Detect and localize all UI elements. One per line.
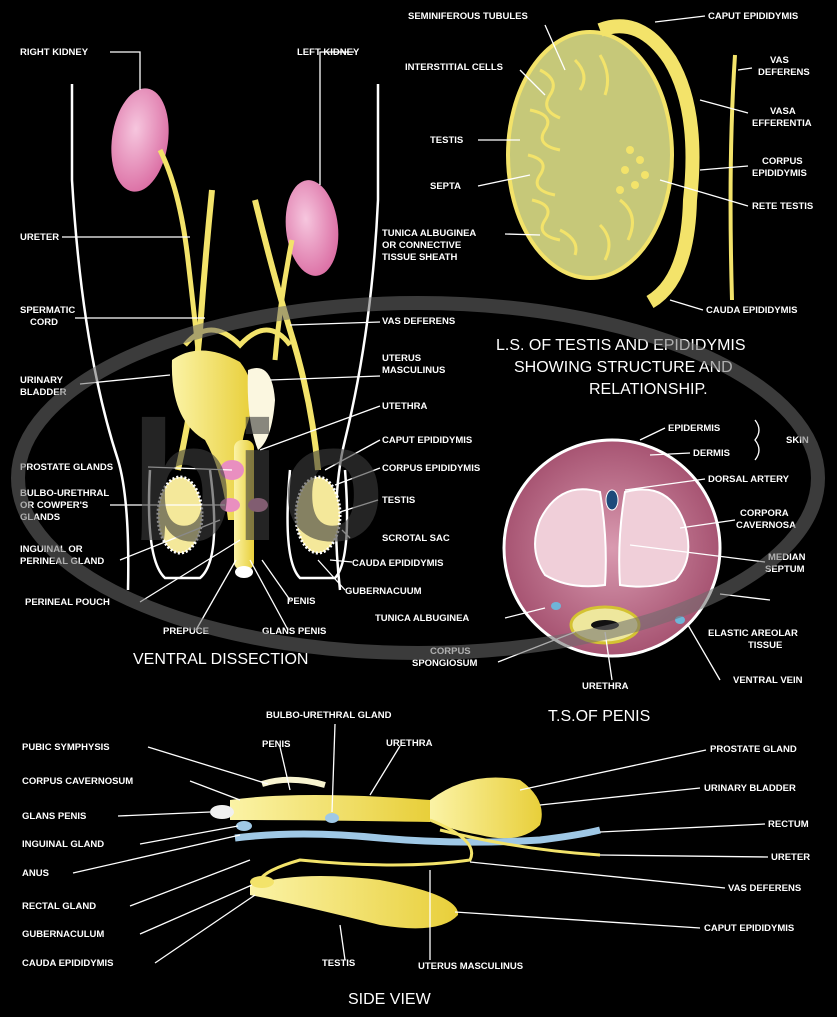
label-corpora-2: CAVERNOSA xyxy=(736,520,796,531)
label-pubic-symphysis: PUBIC SYMPHYSIS xyxy=(22,742,110,753)
label-bulbo-urethral-gland: BULBO-URETHRAL GLAND xyxy=(266,710,392,721)
label-uterus-1: UTERUS xyxy=(382,353,421,364)
label-corpora-1: CORPORA xyxy=(740,508,789,519)
caput-side xyxy=(250,876,274,888)
label-gubernaculum: GUBERNACUUM xyxy=(345,586,422,597)
label-corpus-epididymis: CORPUS EPIDIDYMIS xyxy=(382,463,480,474)
label-side-ureter: URETER xyxy=(771,852,810,863)
label-spermatic-cord-2: CORD xyxy=(30,317,58,328)
inguinal-gland-side xyxy=(236,821,252,831)
label-ls-caput: CAPUT EPIDIDYMIS xyxy=(708,11,798,22)
caption-side: SIDE VIEW xyxy=(348,991,432,1008)
label-testis: TESTIS xyxy=(382,495,415,506)
label-side-gubernaculum: GUBERNACULUM xyxy=(22,929,104,940)
label-scrotal-sac: SCROTAL SAC xyxy=(382,533,450,544)
caption-ls-3: RELATIONSHIP. xyxy=(589,381,708,398)
label-ts-tunica: TUNICA ALBUGINEA xyxy=(375,613,469,624)
watermark-text: bio xyxy=(130,387,385,577)
label-vasa-2: EFFERENTIA xyxy=(752,118,812,129)
label-ureter: URETER xyxy=(20,232,59,243)
label-ls-vas-1: VAS xyxy=(770,55,789,66)
label-penis: PENIS xyxy=(287,596,316,607)
lateral-vessel xyxy=(551,602,561,610)
label-ls-vas-2: DEFERENS xyxy=(758,67,810,78)
label-tunica-3: TISSUE SHEATH xyxy=(382,252,457,263)
label-corpus-cavernosum: CORPUS CAVERNOSUM xyxy=(22,776,133,787)
label-ls-corpus-1: CORPUS xyxy=(762,156,803,167)
vas-deferens-ls xyxy=(731,55,735,300)
label-seminiferous-tubules: SEMINIFEROUS TUBULES xyxy=(408,11,528,22)
glans-side xyxy=(210,805,234,819)
caption-ts: T.S.OF PENIS xyxy=(548,708,650,725)
label-side-glans: GLANS PENIS xyxy=(22,811,86,822)
label-caput-epididymis: CAPUT EPIDIDYMIS xyxy=(382,435,472,446)
label-ls-corpus-2: EPIDIDYMIS xyxy=(752,168,807,179)
ls-testis: SEMINIFEROUS TUBULES INTERSTITIAL CELLS … xyxy=(382,11,813,398)
label-rectum: RECTUM xyxy=(768,819,809,830)
label-rete-testis: RETE TESTIS xyxy=(752,201,813,212)
label-elastic-1: ELASTIC AREOLAR xyxy=(708,628,798,639)
label-elastic-2: TISSUE xyxy=(748,640,782,651)
label-dorsal-artery: DORSAL ARTERY xyxy=(708,474,790,485)
left-kidney xyxy=(281,178,343,279)
bulbo-urethral-side xyxy=(325,813,339,823)
label-urinary-bladder-1: URINARY xyxy=(20,375,64,386)
label-side-vas: VAS DEFERENS xyxy=(728,883,801,894)
label-inguinal-gland: INGUINAL GLAND xyxy=(22,839,104,850)
label-ls-cauda: CAUDA EPIDIDYMIS xyxy=(706,305,798,316)
label-spermatic-cord-1: SPERMATIC xyxy=(20,305,75,316)
testis-side xyxy=(250,876,458,928)
rectum-side xyxy=(235,830,600,842)
label-side-bladder: URINARY BLADDER xyxy=(704,783,796,794)
label-epidermis: EPIDERMIS xyxy=(668,423,720,434)
label-dermis: DERMIS xyxy=(693,448,730,459)
label-interstitial-cells: INTERSTITIAL CELLS xyxy=(405,62,503,73)
label-side-cauda: CAUDA EPIDIDYMIS xyxy=(22,958,114,969)
dorsal-artery xyxy=(606,490,618,510)
label-tunica-2: OR CONNECTIVE xyxy=(382,240,461,251)
label-vas-deferens: VAS DEFERENS xyxy=(382,316,455,327)
vas-deferens-side xyxy=(260,820,472,880)
label-rectal-gland: RECTAL GLAND xyxy=(22,901,96,912)
label-side-uterus: UTERUS MASCULINUS xyxy=(418,961,523,972)
right-kidney xyxy=(105,85,175,196)
label-bulbo-1: BULBO-URETHRAL xyxy=(20,488,109,499)
label-right-kidney: RIGHT KIDNEY xyxy=(20,47,89,58)
caption-ls-2: SHOWING STRUCTURE AND xyxy=(514,359,733,376)
label-tunica-1: TUNICA ALBUGINEA xyxy=(382,228,476,239)
label-side-caput: CAPUT EPIDIDYMIS xyxy=(704,923,794,934)
label-vasa-1: VASA xyxy=(770,106,796,117)
label-prostate-gland: PROSTATE GLAND xyxy=(710,744,797,755)
label-perineal-pouch: PERINEAL POUCH xyxy=(25,597,110,608)
label-ls-testis: TESTIS xyxy=(430,135,463,146)
label-side-urethra: URETHRA xyxy=(386,738,433,749)
label-septa: SEPTA xyxy=(430,181,461,192)
label-uterus-2: MASCULINUS xyxy=(382,365,445,376)
side-view: PUBIC SYMPHYSIS CORPUS CAVERNOSUM GLANS … xyxy=(22,710,810,1008)
label-ts-urethra: URETHRA xyxy=(582,681,629,692)
label-side-testis: TESTIS xyxy=(322,958,355,969)
label-anus: ANUS xyxy=(22,868,49,879)
label-left-kidney: LEFT KIDNEY xyxy=(297,47,360,58)
label-utethra: UTETHRA xyxy=(382,401,428,412)
pubic-symphysis xyxy=(262,780,325,785)
label-side-penis: PENIS xyxy=(262,739,291,750)
label-ventral-vein: VENTRAL VEIN xyxy=(733,675,803,686)
caption-ventral: VENTRAL DISSECTION xyxy=(133,651,308,668)
label-prostate-glands: PROSTATE GLANDS xyxy=(20,462,113,473)
